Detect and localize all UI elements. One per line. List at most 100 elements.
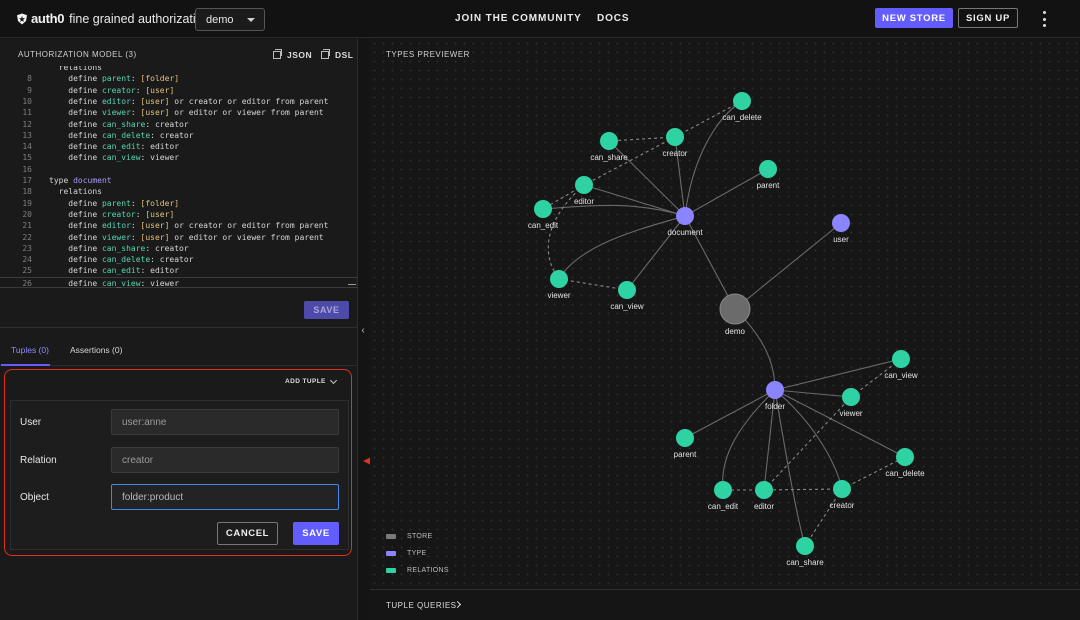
model-save-button[interactable]: SAVE	[304, 301, 349, 319]
graph-node-type[interactable]: user	[832, 214, 850, 244]
new-store-button[interactable]: NEW STORE	[875, 8, 953, 28]
code-text: define editor: [user] or creator or edit…	[49, 96, 328, 107]
code-text: define creator: [user]	[49, 209, 174, 220]
code-line: 24 define can_delete: creator	[0, 254, 358, 265]
line-number: 17	[0, 175, 32, 186]
graph-node-circle[interactable]	[892, 350, 910, 368]
graph-node-type[interactable]: document	[667, 207, 703, 237]
graph-node-circle[interactable]	[796, 537, 814, 555]
legend-type-label: TYPE	[407, 550, 426, 557]
model-title: AUTHORIZATION MODEL (3)	[18, 50, 137, 59]
graph-node-relation[interactable]: can_share	[590, 132, 628, 162]
brand-name: auth0	[31, 11, 64, 26]
graph-node-circle[interactable]	[676, 429, 694, 447]
graph-node-circle[interactable]	[755, 481, 773, 499]
code-text: define parent: [folder]	[49, 73, 179, 84]
graph-node-store[interactable]: demo	[720, 294, 750, 336]
code-line: 22 define viewer: [user] or editor or vi…	[0, 232, 358, 243]
graph-node-relation[interactable]: can_edit	[708, 481, 739, 511]
store-select[interactable]: demo	[195, 8, 265, 31]
graph-node-circle[interactable]	[833, 480, 851, 498]
more-options-icon[interactable]	[1040, 11, 1048, 27]
line-number: 23	[0, 243, 32, 254]
graph-node-circle[interactable]	[720, 294, 750, 324]
tuple-queries-bar[interactable]: TUPLE QUERIES	[370, 589, 1080, 620]
graph-node-circle[interactable]	[575, 176, 593, 194]
graph-node-circle[interactable]	[676, 207, 694, 225]
graph-node-circle[interactable]	[733, 92, 751, 110]
graph-node-label: creator	[830, 501, 855, 510]
code-line: 8 define parent: [folder]	[0, 73, 358, 84]
line-number: 11	[0, 107, 32, 118]
graph-node-label: viewer	[839, 409, 862, 418]
code-text: define can_share: creator	[49, 243, 189, 254]
code-text: define can_delete: creator	[49, 130, 194, 141]
line-number: 18	[0, 186, 32, 197]
product-name: fine grained authorization	[69, 12, 209, 26]
graph-edge	[609, 137, 675, 141]
graph-node-label: editor	[574, 197, 594, 206]
graph-edge	[775, 359, 901, 390]
types-graph[interactable]: demodocumentuserfoldercan_deletecreatorc…	[370, 39, 1080, 589]
tab-assertions[interactable]: Assertions (0)	[70, 345, 122, 355]
sign-up-button[interactable]: SIGN UP	[958, 8, 1018, 28]
code-line: 26 define can_view: viewer	[0, 277, 358, 288]
top-bar: auth0 fine grained authorization demo JO…	[0, 0, 1080, 38]
line-number: 21	[0, 220, 32, 231]
graph-node-circle[interactable]	[842, 388, 860, 406]
line-number: 24	[0, 254, 32, 265]
graph-node-circle[interactable]	[759, 160, 777, 178]
graph-node-circle[interactable]	[832, 214, 850, 232]
graph-node-relation[interactable]: can_edit	[528, 200, 559, 230]
graph-node-label: can_share	[786, 558, 824, 567]
editor-scroll-marker	[348, 284, 356, 285]
caret-down-icon	[247, 18, 255, 22]
graph-node-circle[interactable]	[618, 281, 636, 299]
graph-node-relation[interactable]: editor	[754, 481, 774, 511]
legend-type: TYPE	[386, 550, 426, 557]
graph-node-circle[interactable]	[896, 448, 914, 466]
graph-node-relation[interactable]: editor	[574, 176, 594, 206]
graph-edge	[775, 390, 842, 489]
nav-join-community[interactable]: JOIN THE COMMUNITY	[455, 13, 582, 24]
graph-node-circle[interactable]	[534, 200, 552, 218]
graph-node-relation[interactable]: can_view	[884, 350, 918, 380]
graph-node-relation[interactable]: can_delete	[885, 448, 925, 478]
graph-node-relation[interactable]: can_view	[610, 281, 644, 311]
graph-node-relation[interactable]: creator	[663, 128, 688, 158]
code-text: define viewer: [user] or editor or viewe…	[49, 232, 324, 243]
legend-relations-label: RELATIONS	[407, 567, 449, 574]
graph-node-label: user	[833, 235, 849, 244]
code-text: define viewer: [user] or editor or viewe…	[49, 107, 324, 118]
line-number: 14	[0, 141, 32, 152]
graph-node-circle[interactable]	[550, 270, 568, 288]
graph-node-relation[interactable]: viewer	[547, 270, 570, 300]
json-label: JSON	[287, 50, 312, 60]
line-number: 12	[0, 119, 32, 130]
graph-node-relation[interactable]: viewer	[839, 388, 862, 418]
graph-node-label: can_share	[590, 153, 628, 162]
logo[interactable]: auth0 fine grained authorization	[16, 11, 210, 26]
graph-node-circle[interactable]	[714, 481, 732, 499]
tab-tuples[interactable]: Tuples (0)	[11, 345, 49, 355]
graph-node-relation[interactable]: creator	[830, 480, 855, 510]
line-number: 8	[0, 73, 32, 84]
code-line: 23 define can_share: creator	[0, 243, 358, 254]
graph-node-relation[interactable]: can_delete	[722, 92, 762, 122]
model-code-editor[interactable]: relations8 define parent: [folder]9 defi…	[0, 66, 358, 292]
graph-node-circle[interactable]	[600, 132, 618, 150]
graph-edge	[764, 489, 842, 490]
graph-node-relation[interactable]: parent	[757, 160, 780, 190]
dsl-format-button[interactable]: DSL	[321, 50, 354, 60]
code-text: type document	[49, 175, 112, 186]
graph-node-circle[interactable]	[666, 128, 684, 146]
collapse-panel-chevron-icon[interactable]: ‹	[358, 321, 368, 339]
json-format-button[interactable]: JSON	[273, 50, 312, 60]
nav-docs[interactable]: DOCS	[597, 13, 630, 24]
code-text: define can_view: viewer	[49, 152, 179, 163]
graph-node-relation[interactable]: can_share	[786, 537, 824, 567]
code-line: 17 type document	[0, 175, 358, 186]
graph-edge	[775, 390, 805, 546]
code-line: 12 define can_share: creator	[0, 119, 358, 130]
graph-node-circle[interactable]	[766, 381, 784, 399]
